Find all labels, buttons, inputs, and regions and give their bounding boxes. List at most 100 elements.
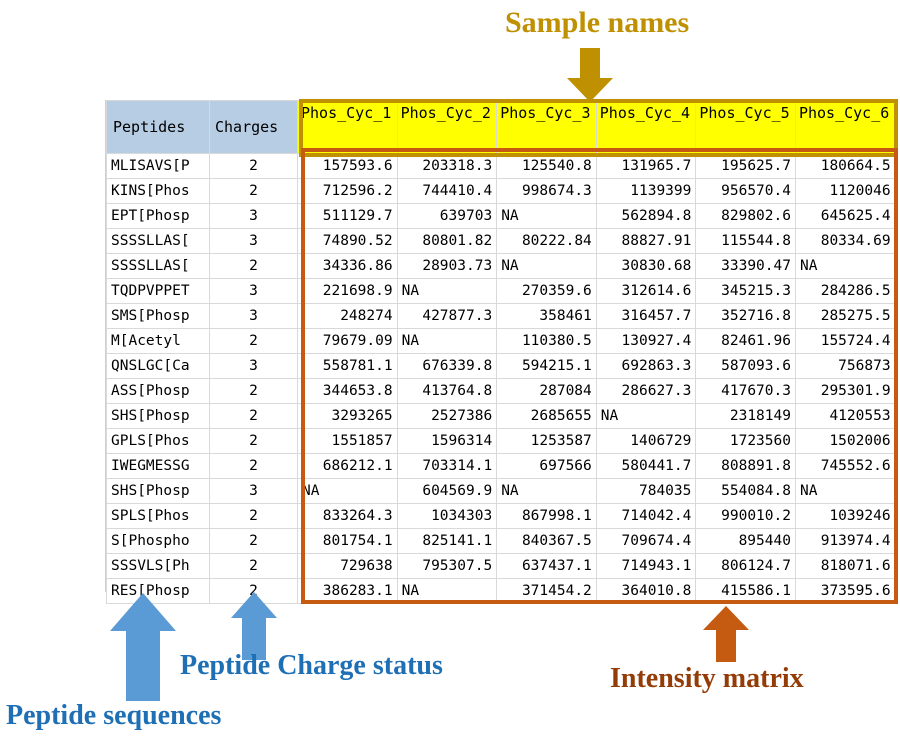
cell-charge[interactable]: 2	[209, 403, 298, 429]
cell-intensity[interactable]: 594215.1	[496, 353, 597, 379]
cell-charge[interactable]: 3	[209, 353, 298, 379]
cell-peptide[interactable]: ASS[Phosp	[106, 378, 210, 404]
cell-intensity[interactable]: 295301.9	[794, 378, 896, 404]
cell-intensity[interactable]: 998674.3	[496, 178, 597, 204]
cell-peptide[interactable]: SSSSLLAS[	[106, 228, 210, 254]
cell-intensity[interactable]: NA	[396, 578, 498, 604]
cell-intensity[interactable]: 344653.8	[297, 378, 398, 404]
cell-intensity[interactable]: 692863.3	[595, 353, 697, 379]
cell-intensity[interactable]: 913974.4	[794, 528, 896, 554]
cell-intensity[interactable]: NA	[396, 328, 498, 354]
cell-intensity[interactable]: 2318149	[695, 403, 796, 429]
cell-intensity[interactable]: 808891.8	[695, 453, 796, 479]
cell-intensity[interactable]: 30830.68	[595, 253, 697, 279]
column-header-sample-3[interactable]: Phos_Cyc_3	[496, 100, 597, 154]
cell-intensity[interactable]: 587093.6	[695, 353, 796, 379]
column-header-sample-2[interactable]: Phos_Cyc_2	[396, 100, 498, 154]
cell-intensity[interactable]: 195625.7	[695, 153, 796, 179]
cell-peptide[interactable]: M[Acetyl	[106, 328, 210, 354]
cell-intensity[interactable]: 345215.3	[695, 278, 796, 304]
cell-peptide[interactable]: SHS[Phosp	[106, 478, 210, 504]
cell-intensity[interactable]: 130927.4	[595, 328, 697, 354]
cell-intensity[interactable]: 1039246	[794, 503, 896, 529]
cell-intensity[interactable]: 157593.6	[297, 153, 398, 179]
cell-intensity[interactable]: 386283.1	[297, 578, 398, 604]
cell-intensity[interactable]: 956570.4	[695, 178, 796, 204]
cell-peptide[interactable]: KINS[Phos	[106, 178, 210, 204]
cell-intensity[interactable]: 80222.84	[496, 228, 597, 254]
cell-intensity[interactable]: 818071.6	[794, 553, 896, 579]
cell-intensity[interactable]: 697566	[496, 453, 597, 479]
cell-intensity[interactable]: 203318.3	[396, 153, 498, 179]
cell-intensity[interactable]: 604569.9	[396, 478, 498, 504]
cell-charge[interactable]: 2	[209, 503, 298, 529]
column-header-sample-4[interactable]: Phos_Cyc_4	[595, 100, 697, 154]
cell-intensity[interactable]: 829802.6	[695, 203, 796, 229]
cell-peptide[interactable]: SHS[Phosp	[106, 403, 210, 429]
column-header-peptides[interactable]: Peptides	[106, 100, 210, 154]
cell-intensity[interactable]: 558781.1	[297, 353, 398, 379]
cell-intensity[interactable]: 712596.2	[297, 178, 398, 204]
cell-intensity[interactable]: 562894.8	[595, 203, 697, 229]
cell-intensity[interactable]: 784035	[595, 478, 697, 504]
cell-charge[interactable]: 2	[209, 378, 298, 404]
cell-intensity[interactable]: NA	[496, 203, 597, 229]
cell-intensity[interactable]: 1502006	[794, 428, 896, 454]
cell-intensity[interactable]: 1253587	[496, 428, 597, 454]
cell-peptide[interactable]: S[Phospho	[106, 528, 210, 554]
cell-peptide[interactable]: MLISAVS[P	[106, 153, 210, 179]
cell-intensity[interactable]: 371454.2	[496, 578, 597, 604]
cell-intensity[interactable]: 990010.2	[695, 503, 796, 529]
cell-intensity[interactable]: 756873	[794, 353, 896, 379]
cell-intensity[interactable]: 316457.7	[595, 303, 697, 329]
cell-intensity[interactable]: 125540.8	[496, 153, 597, 179]
cell-intensity[interactable]: 840367.5	[496, 528, 597, 554]
cell-intensity[interactable]: 825141.1	[396, 528, 498, 554]
cell-intensity[interactable]: 2685655	[496, 403, 597, 429]
cell-intensity[interactable]: 714943.1	[595, 553, 697, 579]
cell-intensity[interactable]: 284286.5	[794, 278, 896, 304]
cell-intensity[interactable]: 1406729	[595, 428, 697, 454]
cell-peptide[interactable]: TQDPVPPET	[106, 278, 210, 304]
cell-charge[interactable]: 3	[209, 303, 298, 329]
cell-charge[interactable]: 2	[209, 553, 298, 579]
cell-intensity[interactable]: 115544.8	[695, 228, 796, 254]
cell-intensity[interactable]: 427877.3	[396, 303, 498, 329]
cell-intensity[interactable]: 3293265	[297, 403, 398, 429]
cell-intensity[interactable]: 1139399	[595, 178, 697, 204]
cell-intensity[interactable]: 703314.1	[396, 453, 498, 479]
cell-intensity[interactable]: 34336.86	[297, 253, 398, 279]
cell-intensity[interactable]: NA	[794, 253, 896, 279]
cell-intensity[interactable]: 287084	[496, 378, 597, 404]
cell-intensity[interactable]: 2527386	[396, 403, 498, 429]
cell-intensity[interactable]: 554084.8	[695, 478, 796, 504]
cell-intensity[interactable]: 180664.5	[794, 153, 896, 179]
cell-intensity[interactable]: 1120046	[794, 178, 896, 204]
cell-intensity[interactable]: 1596314	[396, 428, 498, 454]
cell-peptide[interactable]: SPLS[Phos	[106, 503, 210, 529]
cell-intensity[interactable]: 795307.5	[396, 553, 498, 579]
cell-intensity[interactable]: 833264.3	[297, 503, 398, 529]
cell-peptide[interactable]: QNSLGC[Ca	[106, 353, 210, 379]
cell-intensity[interactable]: 637437.1	[496, 553, 597, 579]
cell-intensity[interactable]: 714042.4	[595, 503, 697, 529]
cell-intensity[interactable]: 639703	[396, 203, 498, 229]
cell-intensity[interactable]: 744410.4	[396, 178, 498, 204]
cell-intensity[interactable]: 686212.1	[297, 453, 398, 479]
cell-intensity[interactable]: NA	[496, 253, 597, 279]
cell-peptide[interactable]: IWEGMESSG	[106, 453, 210, 479]
cell-intensity[interactable]: 80801.82	[396, 228, 498, 254]
cell-intensity[interactable]: 358461	[496, 303, 597, 329]
cell-intensity[interactable]: 221698.9	[297, 278, 398, 304]
cell-intensity[interactable]: 364010.8	[595, 578, 697, 604]
cell-intensity[interactable]: 1034303	[396, 503, 498, 529]
cell-charge[interactable]: 3	[209, 228, 298, 254]
cell-intensity[interactable]: 155724.4	[794, 328, 896, 354]
cell-intensity[interactable]: 413764.8	[396, 378, 498, 404]
cell-intensity[interactable]: 1723560	[695, 428, 796, 454]
cell-intensity[interactable]: 801754.1	[297, 528, 398, 554]
cell-charge[interactable]: 2	[209, 453, 298, 479]
spreadsheet-grid[interactable]: Peptides Charges Phos_Cyc_1 Phos_Cyc_2 P…	[105, 100, 896, 604]
cell-charge[interactable]: 2	[209, 528, 298, 554]
cell-intensity[interactable]: 286627.3	[595, 378, 697, 404]
